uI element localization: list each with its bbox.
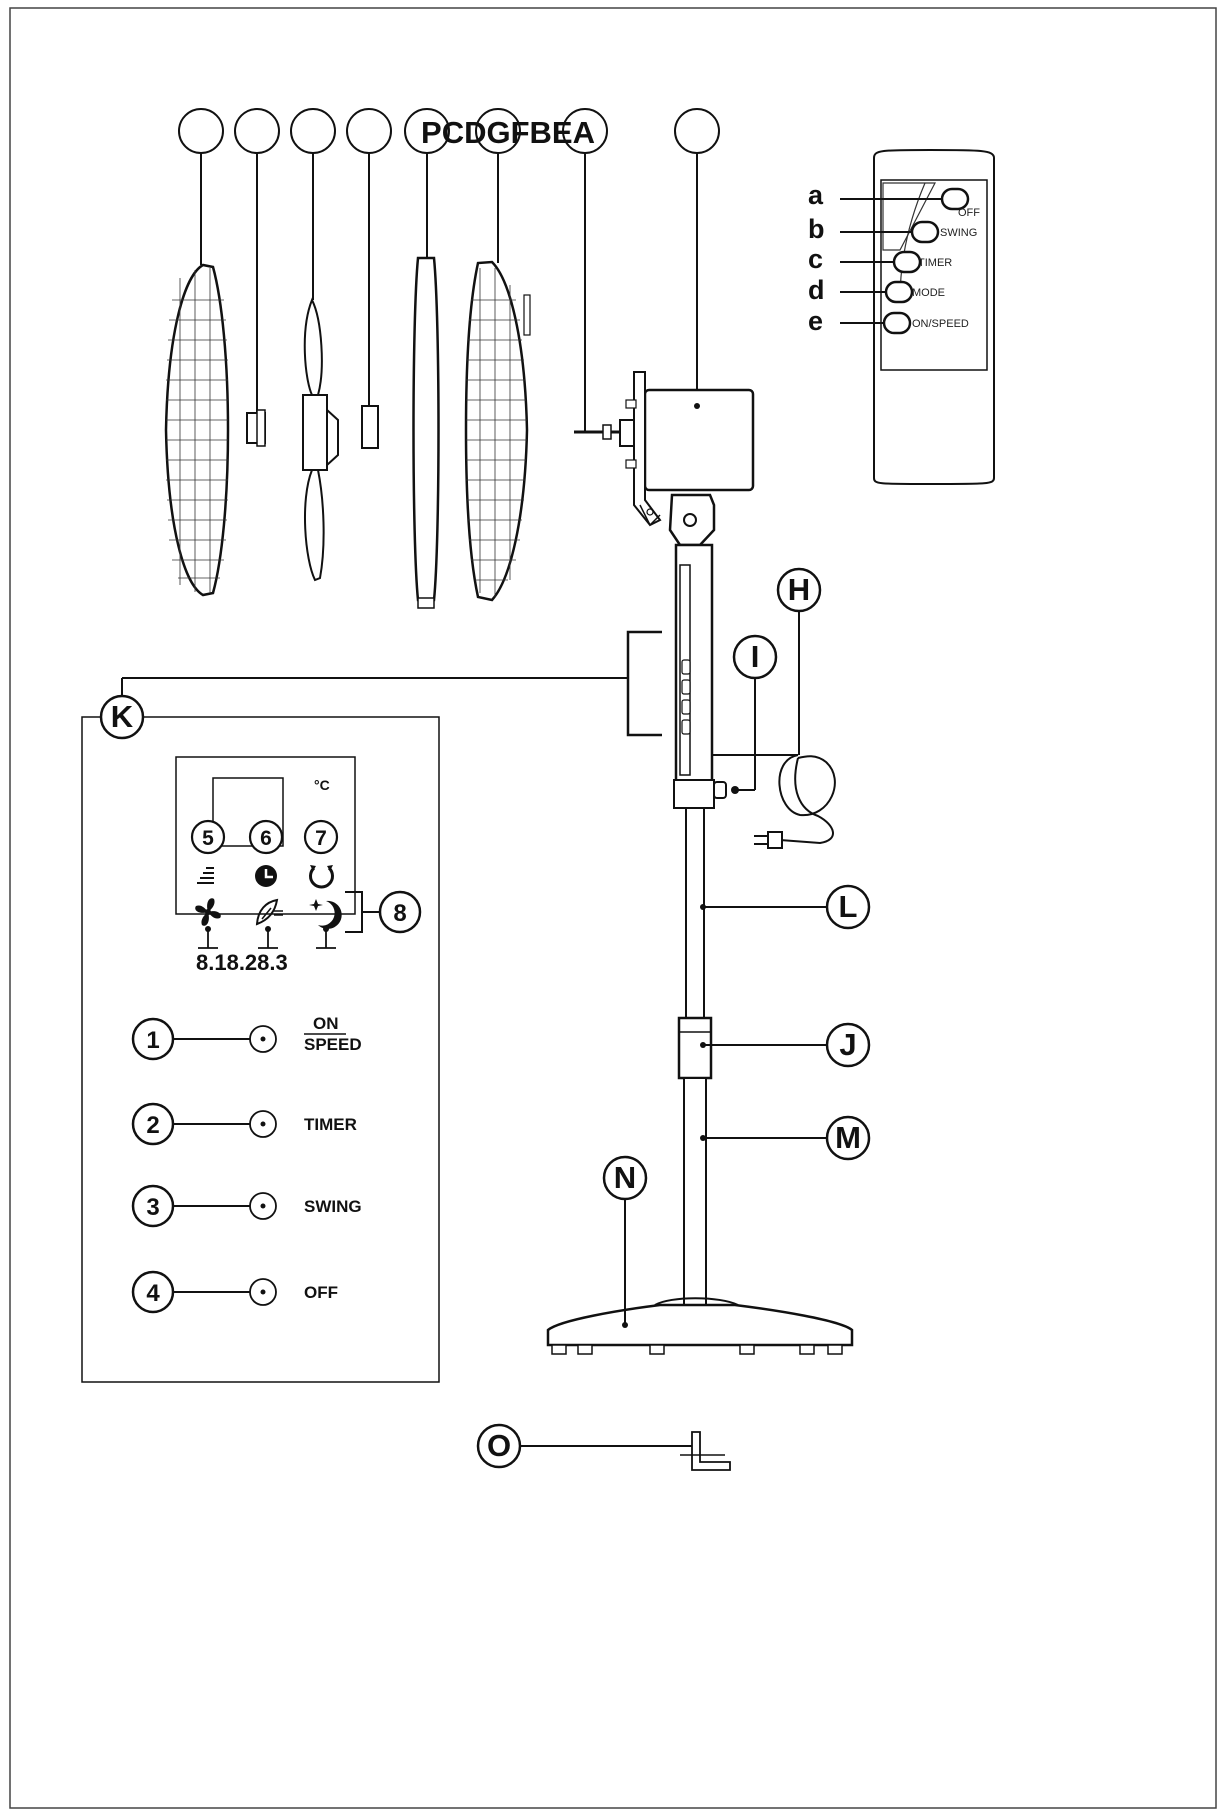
remote-button-e[interactable]: e ON/SPEED [808,306,969,336]
svg-text:TIMER: TIMER [918,257,952,269]
remote-button-d[interactable]: d MODE [808,275,945,305]
callout-8 [378,890,422,934]
callout-circle-8 [674,108,720,154]
top-callouts: PCDGFBEA [178,108,720,154]
svg-text:4: 4 [146,1280,160,1307]
clock-icon [255,865,277,887]
indicator-5 [190,819,226,855]
swing-icon [309,865,334,889]
front-grille [464,260,531,602]
svg-text:SPEED: SPEED [304,1035,362,1054]
remote-swing-button[interactable] [910,220,940,244]
svg-text:SWING: SWING [304,1197,362,1216]
label-o: O [487,1428,511,1463]
remote-off-button[interactable] [940,187,970,211]
allen-key [691,1431,731,1471]
label-m: M [835,1120,861,1155]
fan-stand [546,493,854,1355]
callout-circle-2 [234,108,280,154]
label-i: I [751,639,760,674]
fan-speed-icon [197,867,214,884]
remote-mode-button[interactable] [884,280,914,304]
control-panel-detail: K °C Hr 5 6 7 [81,694,440,1383]
label-n: N [614,1160,636,1195]
spinner-cap [361,405,379,449]
svg-text:2: 2 [146,1112,159,1139]
label-j: J [839,1027,856,1062]
remote-button-a[interactable]: a OFF [808,180,980,219]
svg-text:d: d [808,275,825,305]
svg-text:c: c [808,244,823,274]
remote-button-b[interactable]: b SWING [808,214,977,244]
remote-button-c[interactable]: c TIMER [808,244,952,274]
label-h: H [788,572,810,607]
label-k: K [111,699,134,734]
rear-grille [164,263,230,597]
svg-text:5: 5 [202,827,214,850]
grille-ring [412,256,440,609]
sub-leaders [198,930,336,949]
svg-text:8: 8 [393,900,406,927]
svg-text:7: 7 [315,827,327,850]
sub-labels: 8.18.28.3 [196,950,288,975]
svg-text:a: a [808,180,824,210]
page-frame [9,7,1217,1809]
callout-circle-3 [290,108,336,154]
svg-text:ON/SPEED: ON/SPEED [912,318,969,330]
unit-celsius: °C [314,777,330,793]
panel-button-1[interactable]: 1 ON SPEED [131,1014,362,1061]
svg-text:1: 1 [146,1027,159,1054]
motor-shaft [574,419,635,447]
remote-timer-button[interactable] [892,250,922,274]
svg-text:OFF: OFF [958,207,980,219]
indicator-7 [303,819,339,855]
svg-text:3: 3 [146,1194,159,1221]
svg-text:SWING: SWING [940,227,977,239]
top-labels-text: PCDGFBEA [421,115,595,150]
top-leader-lines [200,153,698,432]
panel-button-2[interactable]: 2 TIMER [131,1102,357,1146]
panel-button-3[interactable]: 3 SWING [131,1184,362,1228]
fan-blade [302,297,339,582]
svg-text:b: b [808,214,825,244]
panel-button-4[interactable]: 4 OFF [131,1270,338,1314]
svg-text:OFF: OFF [304,1283,338,1302]
label-l: L [839,889,858,924]
remote-control: a OFF b SWING c TIMER d MODE e ON/SP [808,149,995,485]
svg-text:e: e [808,306,823,336]
breeze-icon [255,898,283,926]
svg-text:MODE: MODE [912,287,945,299]
stand-callouts: H I L J M N O [121,567,871,1471]
indicator-6 [248,819,284,855]
motor-housing [625,371,755,527]
callout-circle-4 [346,108,392,154]
svg-text:6: 6 [260,827,272,850]
remote-on-speed-button[interactable] [882,311,912,335]
callout-k [99,694,145,740]
fan-icon [195,898,221,926]
svg-text:TIMER: TIMER [304,1115,357,1134]
svg-text:ON: ON [313,1014,339,1033]
moon-star-icon [309,899,342,929]
callout-circle-1 [178,108,224,154]
